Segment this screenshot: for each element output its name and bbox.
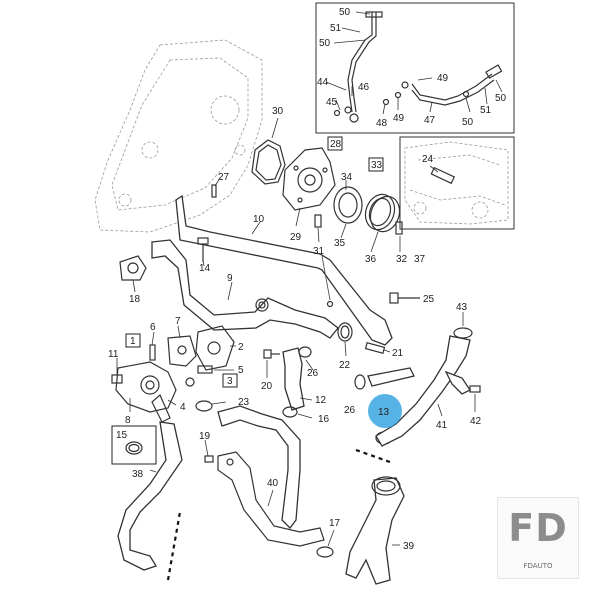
callout-51: 51 [480, 105, 492, 116]
logo-subtitle: FDAUTO [523, 562, 553, 570]
callout-22: 22 [339, 360, 351, 371]
callout-5: 5 [238, 365, 244, 376]
box-3 [222, 373, 238, 388]
callout-23: 23 [238, 397, 250, 408]
pulley-set [211, 177, 403, 253]
callout-19: 19 [199, 431, 211, 442]
callout-34: 34 [341, 172, 353, 183]
callout-43: 43 [456, 302, 468, 313]
hose-12 [282, 346, 314, 419]
gasket-30 [251, 117, 286, 185]
seal-22 [337, 322, 391, 357]
inset-pipes-box [315, 2, 515, 134]
callout-39: 39 [403, 541, 415, 552]
logo-mark: FD [508, 506, 568, 550]
callout-1: 1 [130, 336, 136, 347]
box-1 [125, 333, 141, 348]
callout-42: 42 [470, 416, 482, 427]
callout-49: 49 [437, 73, 449, 84]
callout-40: 40 [267, 478, 279, 489]
engine-cover-outline [94, 39, 263, 233]
callout-50: 50 [462, 117, 474, 128]
callout-45: 45 [326, 97, 338, 108]
callout-2: 2 [238, 342, 244, 353]
callout-10: 10 [253, 214, 265, 225]
callout-32: 32 [396, 254, 408, 265]
gasket-18 [119, 255, 147, 293]
callout-16: 16 [318, 414, 330, 425]
callout-50: 50 [319, 38, 331, 49]
bracket-40 [204, 439, 325, 547]
callout-30: 30 [272, 106, 284, 117]
clamp-17 [316, 529, 335, 558]
callout-4: 4 [180, 402, 186, 413]
bolt-25 [389, 292, 420, 304]
callout-44: 44 [317, 77, 329, 88]
hose-41 [375, 312, 481, 447]
inset-detail-box [399, 136, 515, 230]
callout-50: 50 [495, 93, 507, 104]
water-pump-29 [282, 147, 336, 227]
callout-41: 41 [436, 420, 448, 431]
callout-35: 35 [334, 238, 346, 249]
box-28 [327, 136, 343, 151]
callout-21: 21 [392, 348, 404, 359]
callout-14: 14 [199, 263, 211, 274]
callout-7: 7 [175, 316, 181, 327]
callout-17: 17 [329, 518, 341, 529]
callout-15: 15 [116, 430, 128, 441]
callout-46: 46 [358, 82, 370, 93]
callout-51: 51 [330, 23, 342, 34]
bolt-20 [263, 349, 280, 378]
callout-3: 3 [227, 376, 233, 387]
callout-12: 12 [315, 395, 327, 406]
callout-27: 27 [218, 172, 230, 183]
callout-29: 29 [290, 232, 302, 243]
callout-37: 37 [414, 254, 426, 265]
callout-8: 8 [125, 415, 131, 426]
box-15 [111, 425, 157, 465]
callout-31: 31 [313, 246, 325, 257]
box-33 [368, 157, 384, 172]
callout-26: 26 [307, 368, 319, 379]
callout-28: 28 [330, 139, 342, 150]
hose-39 [345, 448, 405, 585]
callout-38: 38 [132, 469, 144, 480]
callout-50: 50 [339, 7, 351, 18]
callout-13: 13 [378, 407, 390, 418]
callout-11: 11 [108, 349, 119, 360]
highlight-13-marker [368, 394, 402, 428]
callout-18: 18 [129, 294, 141, 305]
callout-33: 33 [371, 160, 383, 171]
hose-16 [217, 405, 301, 529]
callout-24: 24 [422, 154, 434, 165]
callout-25: 25 [423, 294, 435, 305]
callout-47: 47 [424, 115, 436, 126]
callout-48: 48 [376, 118, 388, 129]
hose-38 [117, 421, 183, 581]
callout-9: 9 [227, 273, 233, 284]
callout-26: 26 [344, 405, 356, 416]
callout-36: 36 [365, 254, 377, 265]
callout-49: 49 [393, 113, 405, 124]
bolt-14 [197, 237, 209, 267]
clamp-15 [125, 441, 143, 455]
callout-6: 6 [150, 322, 156, 333]
pipe-9 [151, 239, 339, 339]
callout-20: 20 [261, 381, 273, 392]
watermark-logo: FD FDAUTO [497, 497, 579, 579]
